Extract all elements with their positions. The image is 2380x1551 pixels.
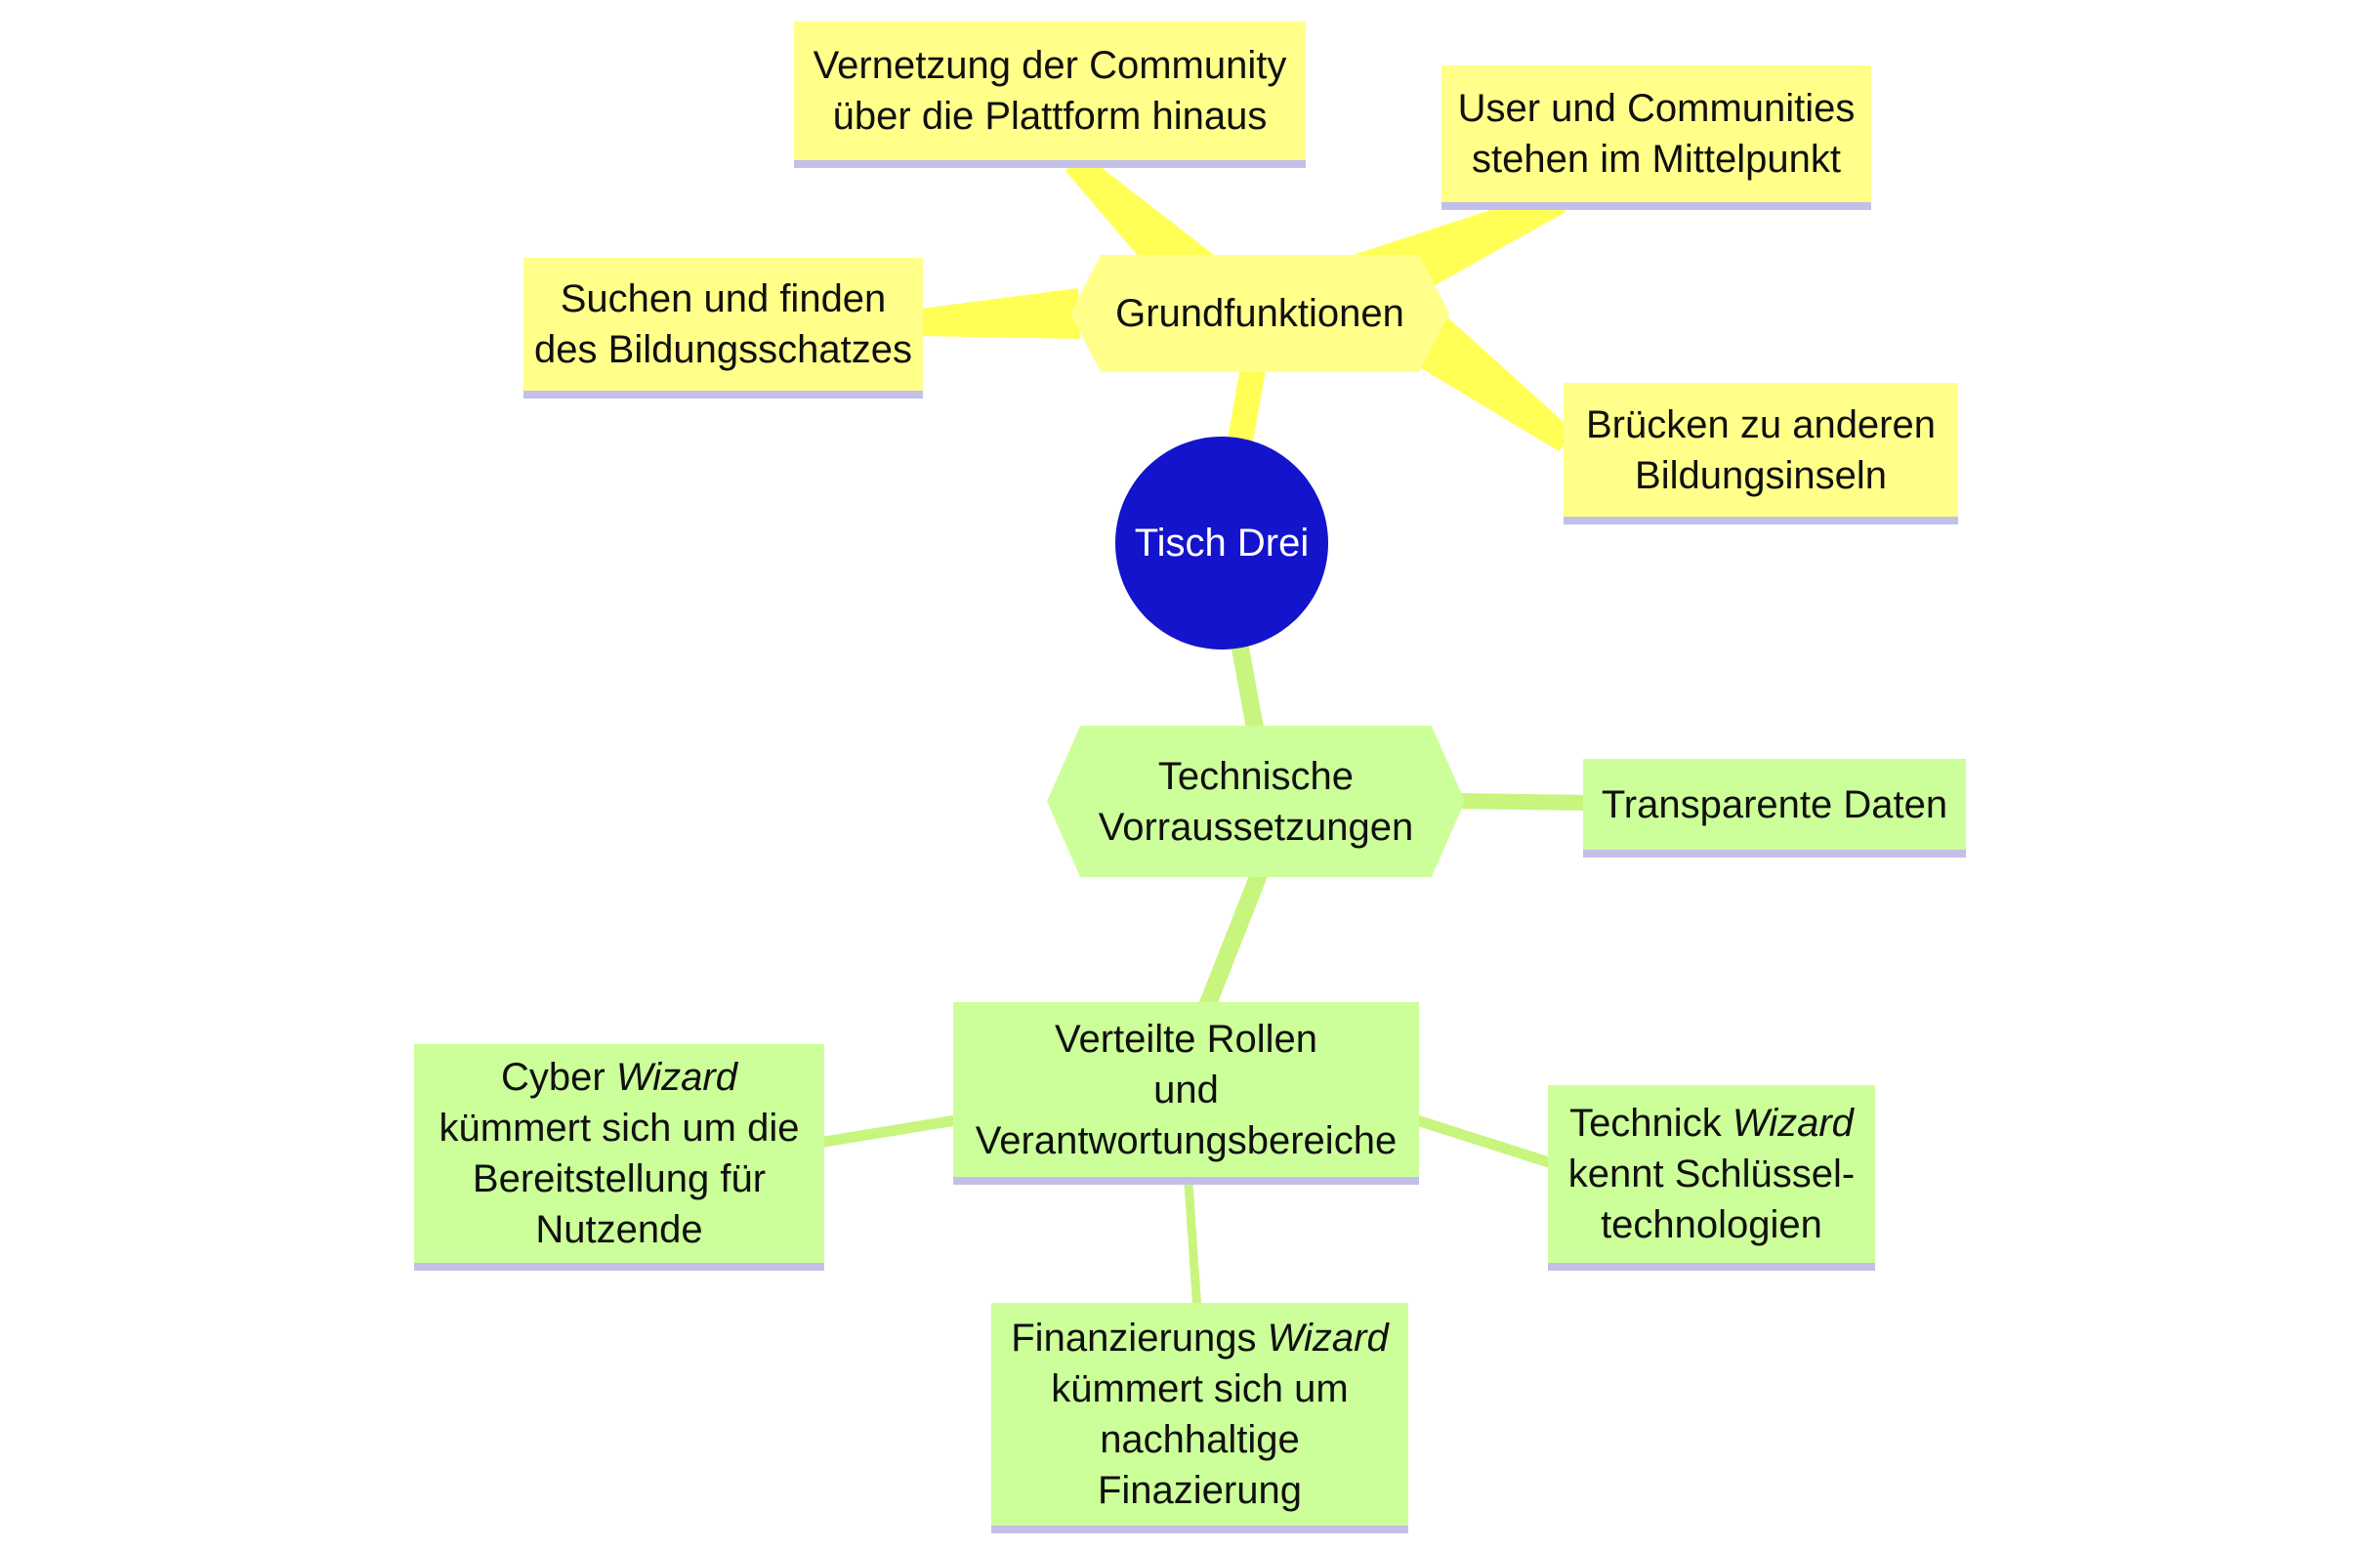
node-cyber-wizard[interactable]: Cyber Wizard kümmert sich um die Bereits… (414, 1044, 824, 1263)
node-user-communities-label: User und Communities stehen im Mittelpun… (1457, 87, 1856, 181)
node-technische-vorraussetzungen[interactable]: Technische Vorraussetzungen (1047, 726, 1465, 877)
node-transparente-daten[interactable]: Transparente Daten (1583, 759, 1966, 850)
node-root-label: Tisch Drei (1134, 522, 1310, 565)
connector-verteilte-cyber (813, 1113, 968, 1149)
node-transparente-label: Transparente Daten (1601, 782, 1948, 826)
node-finanzierung-label: Finanzierungs Wizard kümmert sich um nac… (1011, 1317, 1389, 1512)
node-suchen-label: Suchen und finden des Bildungsschatzes (534, 277, 912, 371)
node-technische-label: Technische Vorraussetzungen (1098, 754, 1414, 849)
node-user-communities[interactable]: User und Communities stehen im Mittelpun… (1441, 65, 1871, 202)
node-grundfunktionen[interactable]: Grundfunktionen (1070, 255, 1449, 372)
connector-grundfunktionen-suchen (921, 288, 1080, 339)
node-cyber-label: Cyber Wizard kümmert sich um die Bereits… (438, 1056, 800, 1251)
node-technick-label: Technick Wizard kennt Schlüssel- technol… (1567, 1102, 1856, 1246)
connector-grundfunktionen-bruecken (1408, 314, 1574, 451)
connector-verteilte-finanzierung (1183, 1165, 1202, 1316)
node-verteilte-label: Verteilte Rollen und Verantwortungsberei… (975, 1017, 1398, 1162)
node-vernetzung-label: Vernetzung der Community über die Plattf… (813, 44, 1287, 138)
node-vernetzung[interactable]: Vernetzung der Community über die Plattf… (794, 21, 1306, 160)
node-bruecken-label: Brücken zu anderen Bildungsinseln (1585, 402, 1936, 497)
connector-technische-verteilte (1194, 859, 1271, 1025)
node-verteilte-rollen[interactable]: Verteilte Rollen und Verantwortungsberei… (953, 1002, 1419, 1177)
node-suchen[interactable]: Suchen und finden des Bildungsschatzes (523, 258, 923, 391)
node-root[interactable]: Tisch Drei (1115, 437, 1328, 650)
node-technick-wizard[interactable]: Technick Wizard kennt Schlüssel- technol… (1548, 1085, 1875, 1263)
connector-technische-transparente (1447, 793, 1600, 811)
node-finanzierungs-wizard[interactable]: Finanzierungs Wizard kümmert sich um nac… (991, 1303, 1408, 1526)
node-bruecken[interactable]: Brücken zu anderen Bildungsinseln (1564, 383, 1958, 517)
node-grundfunktionen-label: Grundfunktionen (1115, 292, 1404, 335)
connector-verteilte-technick (1408, 1113, 1561, 1170)
